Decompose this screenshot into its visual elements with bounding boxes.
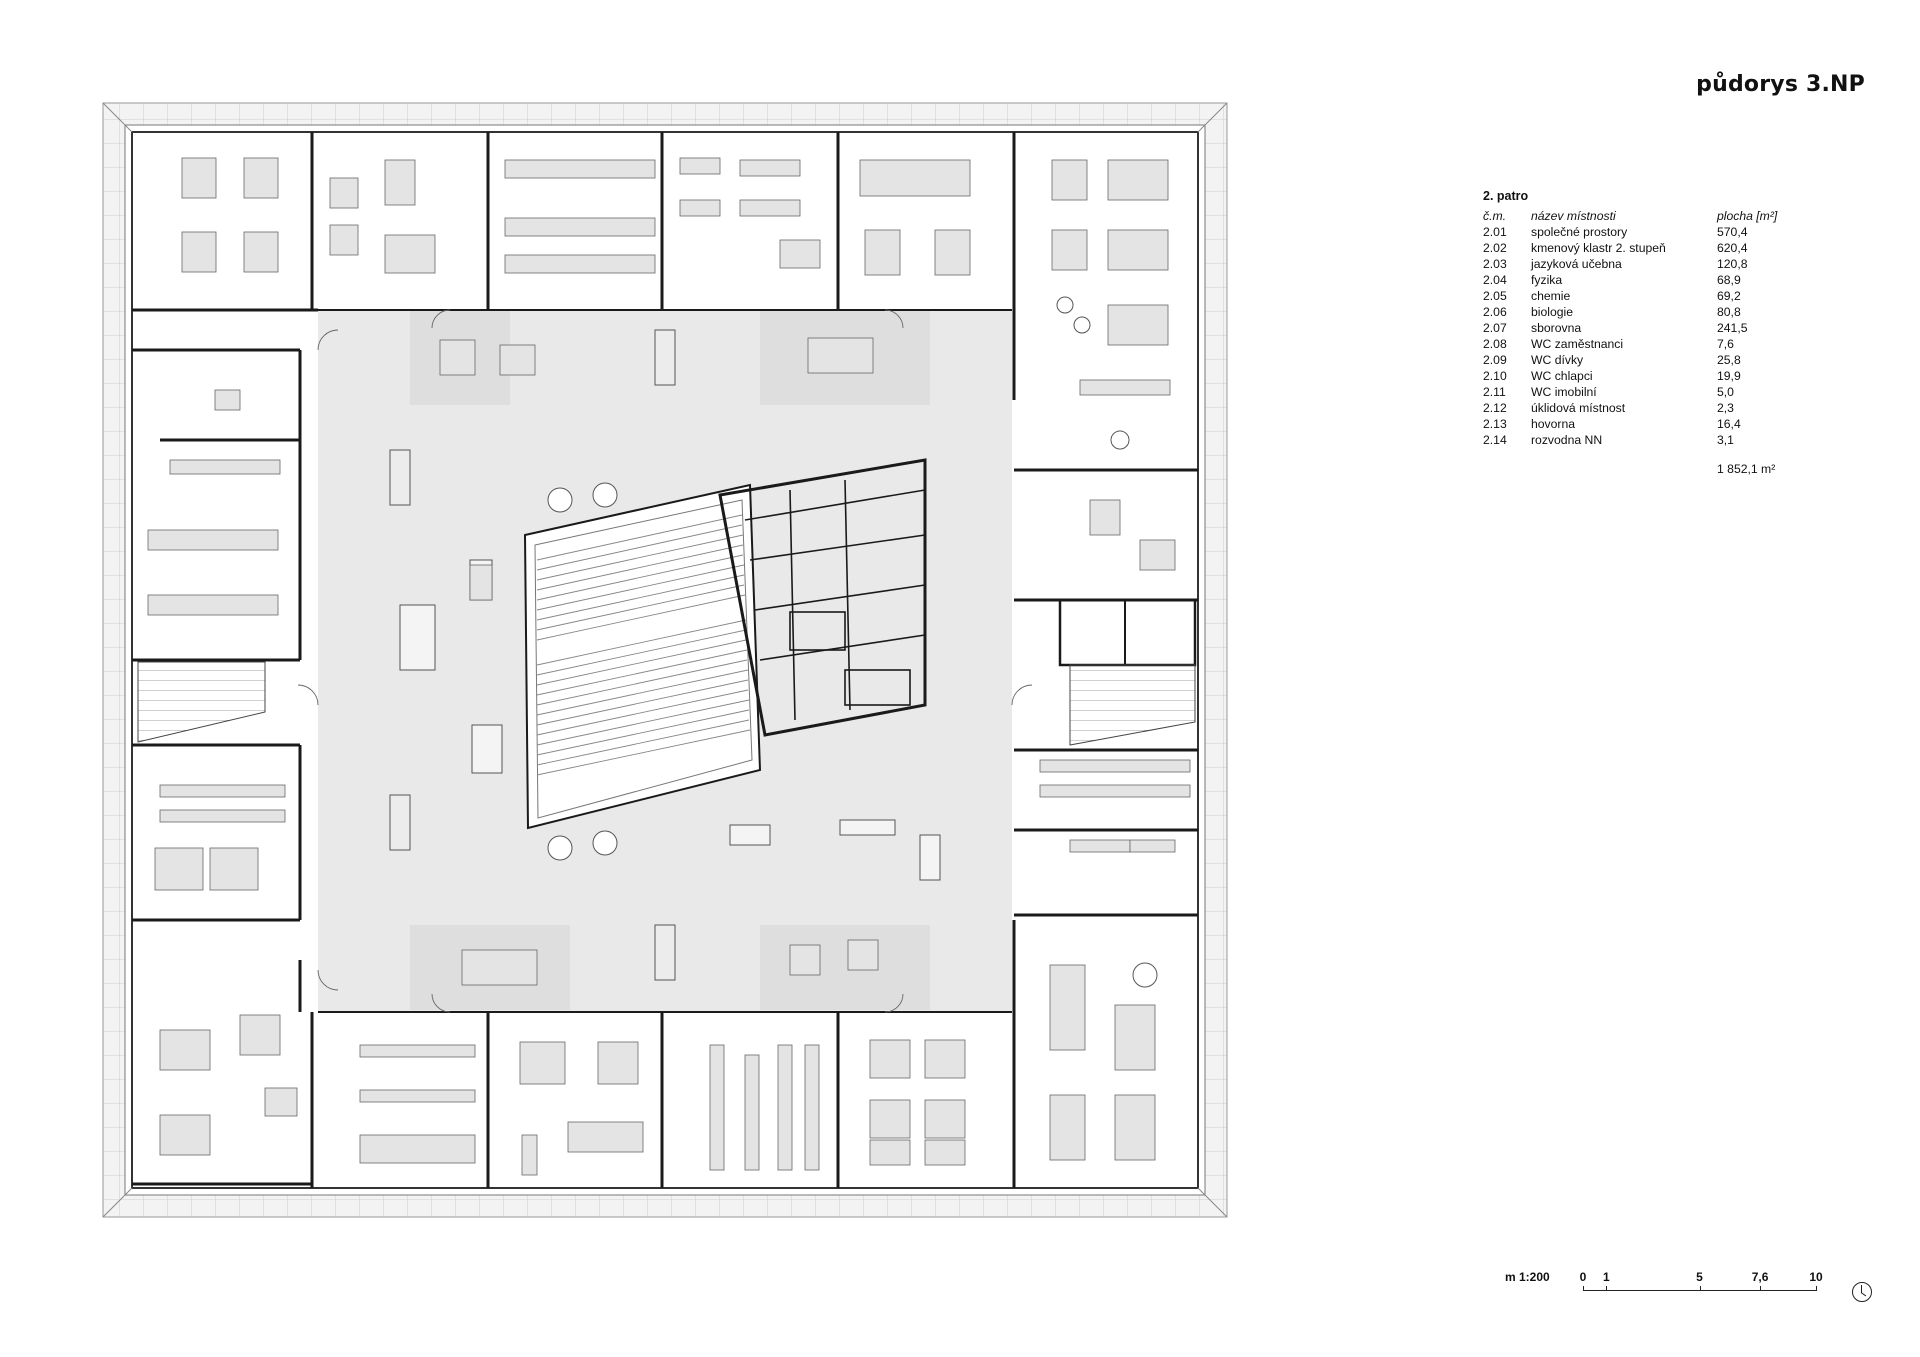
east-rooms [1014, 468, 1198, 917]
legend-total: 1 852,1 m² [1717, 462, 1776, 476]
legend-row: 2.01 společné prostory 570,4 [1483, 224, 1777, 240]
south-classrooms [132, 920, 1016, 1188]
room-area: 3,1 [1717, 433, 1734, 447]
legend-row: 2.11 WC imobilní 5,0 [1483, 384, 1777, 400]
plan-title: půdorys 3.NP [1696, 72, 1865, 97]
room-no: 2.03 [1483, 257, 1507, 271]
room-no: 2.08 [1483, 337, 1507, 351]
scale-tick-label: 1 [1602, 1270, 1610, 1284]
room-name: WC imobilní [1531, 385, 1597, 399]
scale-tick-label: 0 [1579, 1270, 1587, 1284]
scale-tick-label: 5 [1696, 1270, 1703, 1284]
room-name: sborovna [1531, 321, 1582, 335]
legend-heading: 2. patro [1483, 189, 1529, 203]
room-area: 19,9 [1717, 369, 1741, 383]
scale-tick-mark [1760, 1286, 1762, 1291]
scale-tick-mark [1699, 1286, 1701, 1291]
scale-tick-mark [1816, 1286, 1817, 1291]
legend-row: 2.04 fyzika 68,9 [1483, 272, 1777, 288]
scale-tick-mark [1583, 1286, 1584, 1291]
col-number: č.m. [1483, 209, 1507, 223]
room-area: 16,4 [1717, 417, 1741, 431]
room-area: 2,3 [1717, 401, 1734, 415]
room-no: 2.09 [1483, 353, 1507, 367]
legend-row: 2.12 úklidová místnost 2,3 [1483, 400, 1777, 416]
room-area: 620,4 [1717, 241, 1748, 255]
facade [102, 102, 1228, 1218]
north-arrow-icon [1852, 1282, 1872, 1302]
room-area: 25,8 [1717, 353, 1741, 367]
scale-tick-mark [1606, 1286, 1608, 1291]
room-no: 2.05 [1483, 289, 1507, 303]
legend-row: 2.13 hovorna 16,4 [1483, 416, 1777, 432]
room-no: 2.01 [1483, 225, 1507, 239]
legend-header-row: č.m. název místnosti plocha [m²] [1483, 208, 1777, 224]
room-name: hovorna [1531, 417, 1576, 431]
room-no: 2.11 [1483, 385, 1506, 399]
room-no: 2.06 [1483, 305, 1507, 319]
room-area: 570,4 [1717, 225, 1748, 239]
room-area: 120,8 [1717, 257, 1748, 271]
furniture [147, 157, 1191, 1176]
scale-label: m 1:200 [1505, 1270, 1550, 1284]
legend-row: 2.09 WC dívky 25,8 [1483, 352, 1777, 368]
room-name: biologie [1531, 305, 1574, 319]
legend-row: 2.06 biologie 80,8 [1483, 304, 1777, 320]
room-no: 2.04 [1483, 273, 1507, 287]
room-name: WC zaměstnanci [1531, 337, 1624, 351]
legend-row: 2.07 sborovna 241,5 [1483, 320, 1777, 336]
wc-block [718, 458, 927, 737]
legend-row: 2.14 rozvodna NN 3,1 [1483, 432, 1777, 448]
room-no: 2.13 [1483, 417, 1507, 431]
legend-row: 2.10 WC chlapci 19,9 [1483, 368, 1777, 384]
scale-bar: m 1:200 0 1 5 7,6 10 [1505, 1270, 1835, 1310]
legend-row: 2.05 chemie 69,2 [1483, 288, 1777, 304]
room-name: kmenový klastr 2. stupeň [1531, 241, 1666, 255]
room-name: WC dívky [1531, 353, 1584, 367]
room-no: 2.12 [1483, 401, 1507, 415]
legend-row: 2.03 jazyková učebna 120,8 [1483, 256, 1777, 272]
room-area: 69,2 [1717, 289, 1741, 303]
room-name: jazyková učebna [1531, 257, 1622, 271]
room-name: rozvodna NN [1531, 433, 1603, 447]
scale-tick-label: 10 [1809, 1270, 1823, 1284]
room-no: 2.14 [1483, 433, 1507, 447]
room-name: fyzika [1531, 273, 1563, 287]
room-name: chemie [1531, 289, 1571, 303]
room-name: společné prostory [1531, 225, 1628, 239]
room-area: 68,9 [1717, 273, 1741, 287]
staircases [137, 661, 1196, 746]
round-tables [547, 296, 1158, 988]
doors [297, 309, 1033, 1013]
room-no: 2.07 [1483, 321, 1507, 335]
room-no: 2.10 [1483, 369, 1507, 383]
scale-tick-label: 7,6 [1751, 1270, 1769, 1284]
col-area: plocha [m²] [1717, 209, 1778, 223]
room-table: č.m. název místnosti plocha [m²] 2.01 spo… [1483, 208, 1777, 448]
auditorium [523, 483, 762, 830]
room-no: 2.02 [1483, 241, 1507, 255]
west-rooms [132, 348, 302, 1012]
room-area: 241,5 [1717, 321, 1748, 335]
col-name: název místnosti [1531, 209, 1616, 223]
legend-row: 2.02 kmenový klastr 2. stupeň 620,4 [1483, 240, 1777, 256]
room-area: 7,6 [1717, 337, 1734, 351]
room-name: úklidová místnost [1531, 401, 1626, 415]
room-legend: 2. patro č.m. název místnosti plocha [m²… [1483, 188, 1783, 477]
legend-row: 2.08 WC zaměstnanci 7,6 [1483, 336, 1777, 352]
room-area: 5,0 [1717, 385, 1734, 399]
north-classrooms [132, 132, 1016, 400]
room-name: WC chlapci [1531, 369, 1593, 383]
room-area: 80,8 [1717, 305, 1741, 319]
